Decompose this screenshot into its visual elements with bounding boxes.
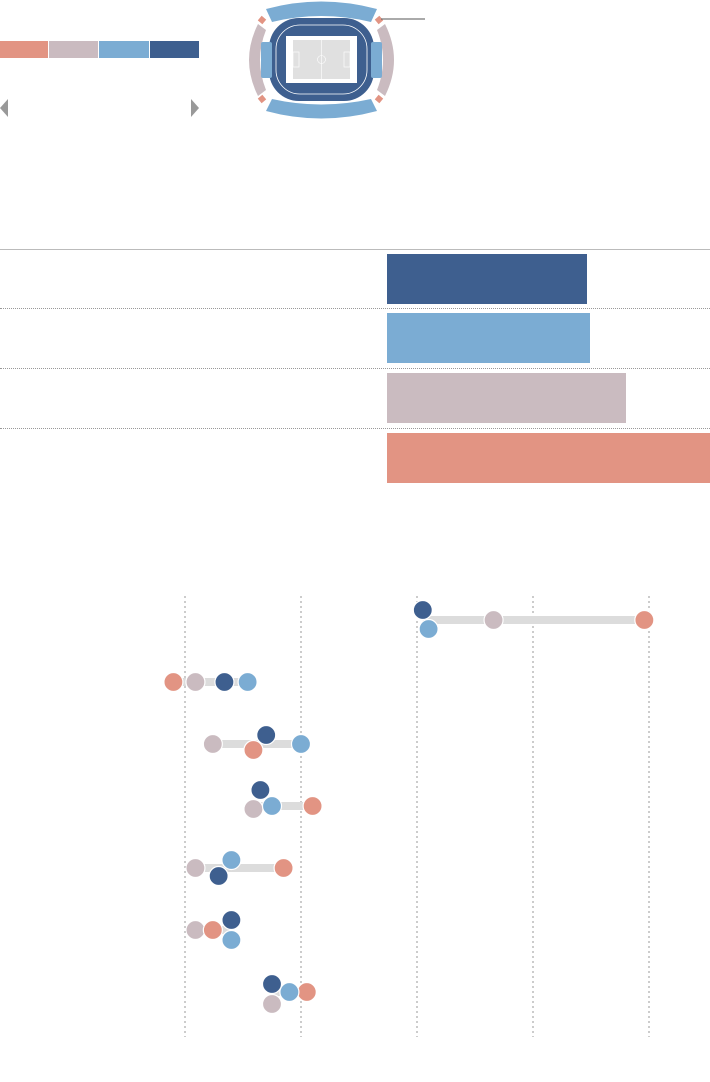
row-separator	[0, 428, 710, 429]
stadium-right-stand	[377, 24, 394, 96]
stadium-corner-br	[374, 94, 384, 104]
bar-top-rule	[0, 249, 710, 250]
stadium-map	[249, 1, 425, 119]
prev-arrow-icon[interactable]	[0, 99, 8, 117]
stadium-corner-tr	[374, 15, 384, 25]
field-center-circle	[317, 55, 326, 64]
dot-mauve	[185, 671, 206, 693]
bar-dark-blue	[387, 254, 587, 304]
dot-salmon	[202, 919, 223, 941]
dot-light-blue	[261, 795, 283, 817]
dot-salmon	[302, 795, 323, 817]
dot-mauve	[185, 919, 206, 941]
dot-mauve	[261, 993, 283, 1015]
dot-light-blue	[237, 671, 258, 693]
stadium-corner-bl	[257, 94, 267, 104]
legend-swatch-salmon	[0, 41, 48, 58]
dot-mauve	[202, 733, 223, 755]
dot-light-blue	[221, 849, 242, 871]
dot-dark-blue	[208, 865, 229, 887]
dot-dark-blue	[412, 599, 433, 621]
bar-light-blue	[387, 313, 590, 363]
dot-light-blue	[279, 981, 300, 1003]
field-right-box	[343, 51, 351, 68]
stadium-bottom-stand	[266, 99, 377, 119]
dot-dark-blue	[256, 724, 277, 746]
stadium-corner-tl	[257, 15, 267, 25]
bar-mauve	[387, 373, 626, 423]
stadium-left-stand	[249, 24, 266, 96]
stadium-inner-ring-line	[275, 24, 368, 95]
dot-dark-blue	[261, 973, 283, 995]
dot-salmon	[296, 981, 317, 1003]
row-separator	[0, 368, 710, 369]
dot-dark-blue	[221, 909, 242, 931]
dot-light-blue	[418, 618, 439, 640]
dot-salmon	[273, 857, 294, 879]
dot-mauve	[185, 857, 206, 879]
stadium-right-block	[371, 42, 382, 78]
next-arrow-icon[interactable]	[191, 99, 199, 117]
stadium-left-block	[261, 42, 272, 78]
dot-dark-blue	[250, 779, 271, 801]
field-left-box	[292, 51, 300, 68]
stadium-top-stand	[266, 1, 377, 22]
dot-light-blue	[290, 733, 312, 755]
dot-dark-blue	[214, 671, 235, 693]
legend-swatch-mauve	[49, 41, 98, 58]
dot-salmon	[243, 739, 264, 761]
row-separator	[0, 308, 710, 309]
dot-salmon	[163, 671, 184, 693]
dot-mauve	[483, 609, 504, 631]
dot-mauve	[243, 798, 264, 820]
legend-swatch-light-blue	[99, 41, 149, 58]
bar-salmon	[387, 433, 710, 483]
legend-swatch-dark-blue	[150, 41, 199, 58]
dot-salmon	[634, 609, 655, 631]
dot-light-blue	[221, 929, 242, 951]
